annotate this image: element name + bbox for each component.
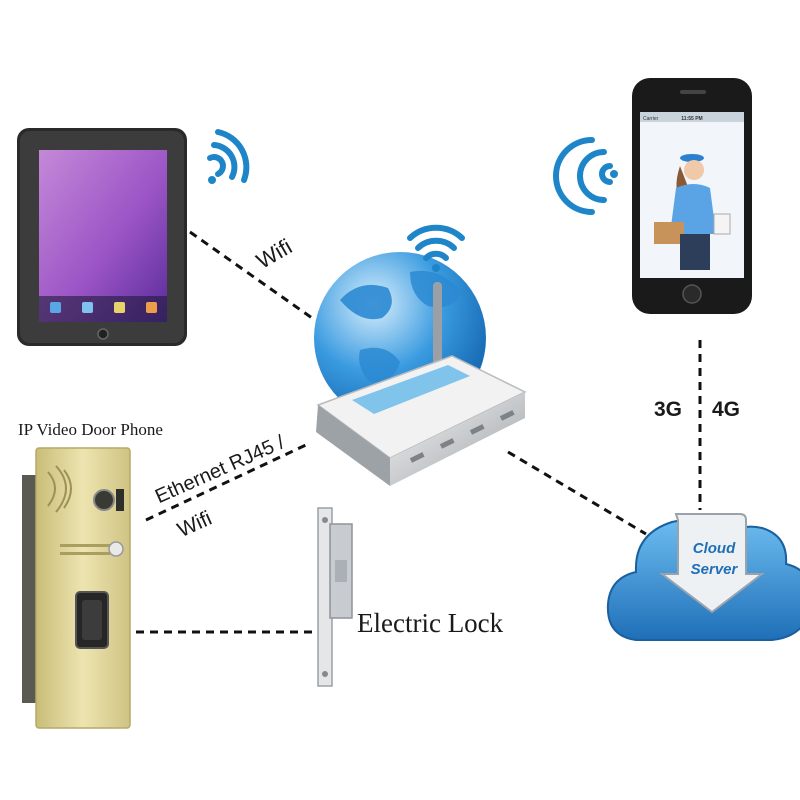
link-router-cloud xyxy=(507,450,647,536)
label-4g: 4G xyxy=(712,398,741,421)
phone-time: 11:55 PM xyxy=(681,116,702,122)
tablet-home-button xyxy=(97,328,109,340)
wifi-router xyxy=(314,252,527,486)
tablet-device xyxy=(17,128,187,346)
cloud-label-line2: Server xyxy=(691,561,739,578)
link-tablet-router xyxy=(189,230,313,320)
mobile-signal-icon xyxy=(553,137,618,215)
cloud-server-icon xyxy=(606,513,800,641)
smartphone-device xyxy=(632,78,752,314)
electric-lock-icon xyxy=(317,507,353,687)
link-doorphone-router xyxy=(145,442,309,522)
phone-home-button xyxy=(682,284,702,304)
door-phone-panel xyxy=(22,447,131,729)
camera-lens-icon xyxy=(93,489,115,511)
wifi-signal-icon xyxy=(207,129,250,184)
wifi-broadcast-icon xyxy=(407,224,465,272)
call-button-icon xyxy=(108,541,124,557)
cloud-label-line1: Cloud xyxy=(693,540,736,557)
parcel-box xyxy=(654,222,684,244)
door-phone-label: IP Video Door Phone xyxy=(18,420,163,439)
label-3g: 3G xyxy=(654,398,683,421)
electric-lock-label: Electric Lock xyxy=(357,608,504,638)
phone-carrier: Carrier xyxy=(643,116,659,122)
tablet-screen xyxy=(39,150,167,322)
